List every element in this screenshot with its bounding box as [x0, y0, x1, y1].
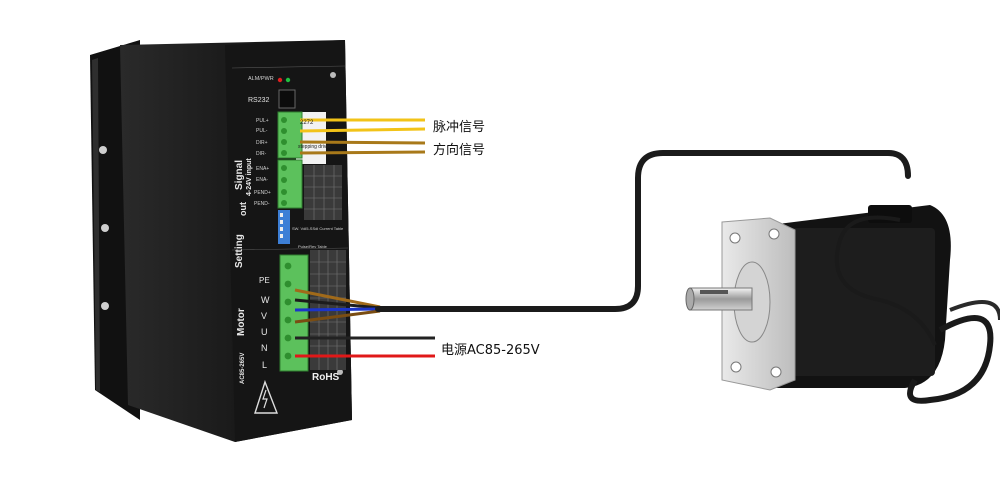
sticker-model-label: 2272 [300, 120, 314, 126]
stepper-motor [685, 205, 1000, 404]
motor-mount-hole [730, 361, 742, 373]
direction-signal-label: 方向信号 [433, 143, 486, 158]
signal-pin-label: ENA- [256, 177, 268, 183]
signal-pin-label: PUL+ [256, 118, 269, 124]
motor-wire-dark [294, 309, 381, 324]
signal-pin-label: PEND- [254, 201, 270, 207]
led-indicator-icon [285, 77, 291, 83]
pulse-table-title: Pulse/Rev Table [298, 244, 327, 249]
mounting-hole [337, 369, 343, 375]
terminal-pe-label: PE [259, 276, 270, 285]
section-setting-label: Setting [234, 234, 245, 268]
signal-pin-label: PEND+ [254, 190, 271, 196]
motor-mount-hole [770, 366, 782, 378]
motor-cable [375, 150, 911, 312]
rohs-label: RoHS [312, 372, 340, 383]
section-motor-label: Motor [236, 308, 247, 336]
rs232-port-icon[interactable] [278, 89, 296, 109]
direction-wire-positive [299, 140, 426, 145]
mounting-hole [101, 224, 109, 232]
signal-pin-label: PUL- [256, 128, 268, 134]
section-power-range-label: AC85-265V [240, 352, 246, 384]
terminal-n-label: N [261, 343, 268, 353]
terminal-u-label: U [261, 327, 268, 337]
pulse-signal-label: 脉冲信号 [433, 120, 486, 135]
signal-pin-label: DIR+ [256, 140, 268, 146]
dip-switch[interactable] [278, 210, 290, 244]
section-signal-label: Signal [234, 159, 245, 190]
motor-mount-hole [729, 232, 741, 244]
stepper-driver [90, 40, 352, 442]
power-wires [295, 336, 435, 358]
sticker-desc-label: stepping driver [298, 144, 331, 150]
alm-pwr-label: ALM/PWR [248, 76, 274, 82]
motor-mount-hole [768, 228, 780, 240]
motor-power-terminal-block[interactable] [279, 254, 309, 372]
rs232-label: RS232 [248, 97, 270, 104]
sw-table-title: SW. Vdi5-SSdi Current Table [292, 226, 344, 231]
motor-wire-brown [294, 288, 381, 309]
motor-wire-black [294, 298, 381, 310]
motor-lead-cable [907, 315, 994, 404]
section-out-label: out [238, 202, 248, 216]
mounting-hole [99, 146, 107, 154]
signal-wires [299, 118, 426, 155]
motor-lead-wire [834, 215, 937, 346]
signal-pin-label: ENA+ [256, 166, 270, 172]
led-indicator-icon [277, 77, 283, 83]
direction-wire-negative [299, 150, 426, 155]
terminal-v-label: V [261, 311, 268, 321]
terminal-l-label: L [262, 360, 268, 370]
setting-table [304, 165, 342, 220]
power-supply-label: 电源AC85-265V [441, 343, 540, 358]
mounting-hole [330, 72, 336, 78]
signal-pin-label: DIR- [256, 151, 267, 157]
motor-wires [294, 288, 381, 324]
warning-triangle-icon [254, 379, 279, 414]
motor-wire-blue [294, 307, 381, 312]
section-signal-sub-label: 4-24V input [246, 158, 253, 196]
terminal-w-label: W [261, 295, 270, 305]
mounting-hole [101, 302, 109, 310]
pulse-wire-negative [299, 127, 426, 133]
